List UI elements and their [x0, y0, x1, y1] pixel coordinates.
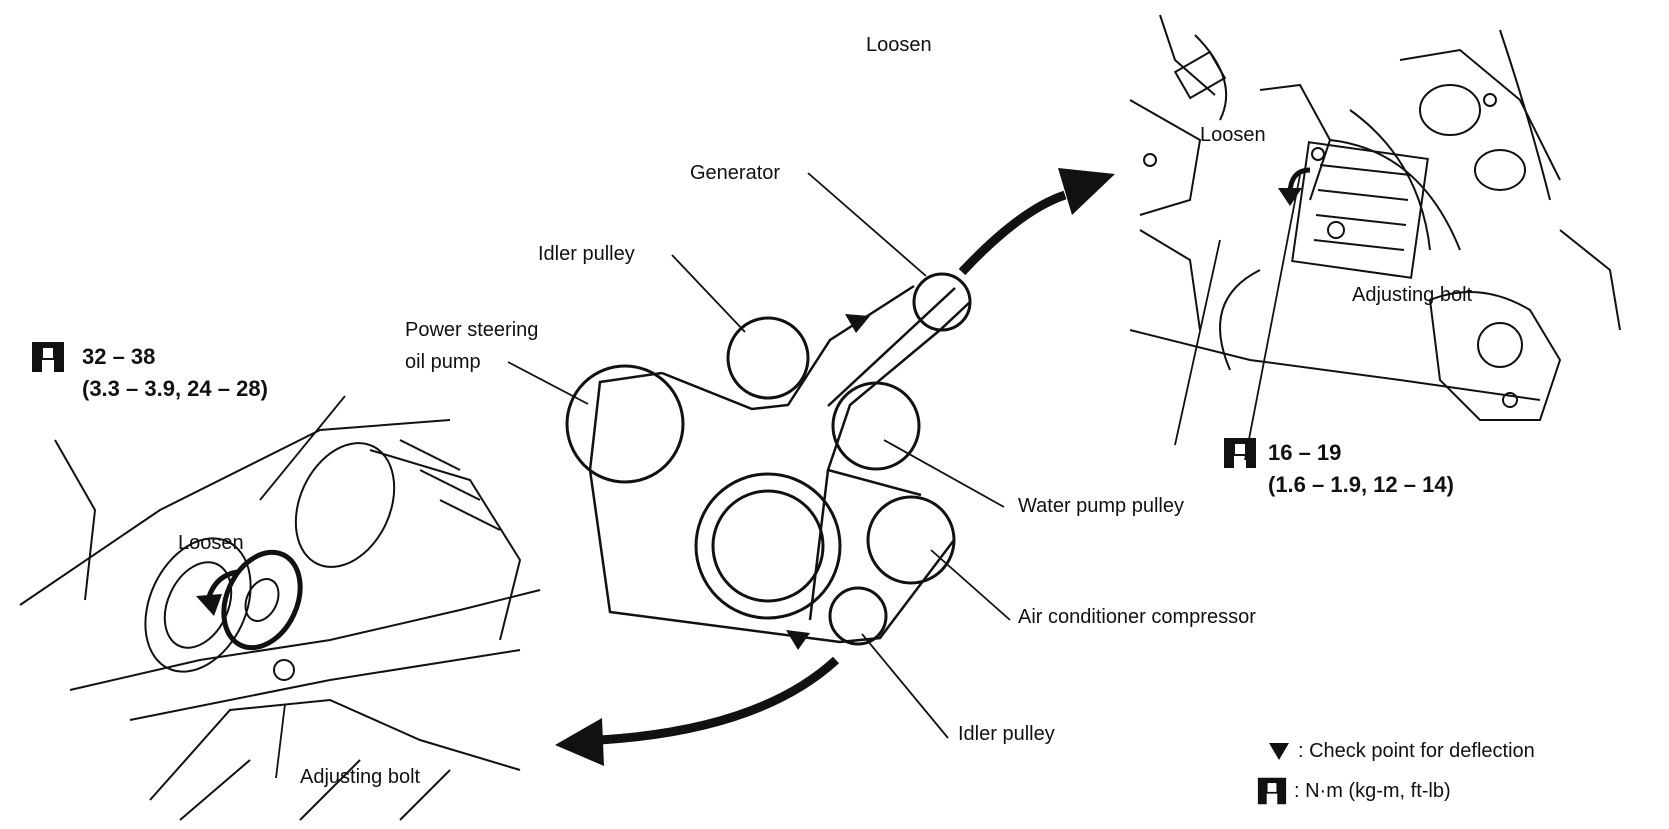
adjusting-bolt-left-label: Adjusting bolt [300, 766, 421, 788]
legend-units: : N·m (kg-m, ft-lb) [1294, 780, 1451, 802]
loosen-label-left: Loosen [178, 532, 244, 554]
loosen-label-top: Loosen [866, 34, 932, 56]
left-engine-detail [19, 419, 541, 821]
drive-belt [588, 284, 971, 644]
curved-arrow-icon [1058, 168, 1115, 215]
power-steering-label-line1: Power steering [405, 319, 539, 341]
power-steering-label-line2: oil pump [405, 351, 481, 373]
idler-pulley-bottom [828, 586, 888, 646]
deflection-triangle-icon [786, 630, 810, 650]
ac-compressor-pulley [866, 495, 956, 585]
torque-wrench-icon [32, 342, 64, 372]
rotation-arrow-icon [196, 594, 222, 616]
curved-arrow-icon [599, 656, 840, 745]
idler-pulley-bottom-label: Idler pulley [958, 723, 1055, 745]
idler-pulley-top [726, 316, 810, 400]
torque-left-alt: (3.3 – 3.9, 24 – 28) [82, 376, 268, 401]
ac-compressor-label: Air conditioner compressor [1018, 606, 1256, 628]
water-pump-pulley [831, 381, 921, 471]
torque-right-nm: 16 – 19 [1268, 440, 1342, 465]
deflection-triangle-icon [845, 314, 870, 333]
torque-wrench-icon [1224, 438, 1256, 468]
legend-check-point: : Check point for deflection [1298, 740, 1535, 762]
loosen-label-right: Loosen [1200, 124, 1266, 146]
torque-wrench-icon [1257, 777, 1287, 805]
curved-arrow-icon [555, 718, 604, 766]
generator-label: Generator [690, 162, 781, 184]
generator-pulley [912, 272, 972, 332]
adjusting-bolt-right-label: Adjusting bolt [1352, 284, 1473, 306]
curved-arrow-icon [958, 190, 1067, 276]
power-steering-pulley [565, 364, 685, 484]
deflection-triangle-icon [1269, 743, 1289, 760]
rotation-arrow-icon [1278, 188, 1302, 206]
idler-pulley-top-label: Idler pulley [538, 243, 635, 265]
right-engine-detail [1129, 14, 1621, 421]
torque-right-alt: (1.6 – 1.9, 12 – 14) [1268, 472, 1454, 497]
crankshaft-pulley-outer [694, 472, 842, 620]
torque-left-nm: 32 – 38 [82, 344, 156, 369]
water-pump-pulley-label: Water pump pulley [1018, 495, 1184, 517]
crankshaft-pulley-inner [711, 489, 825, 603]
